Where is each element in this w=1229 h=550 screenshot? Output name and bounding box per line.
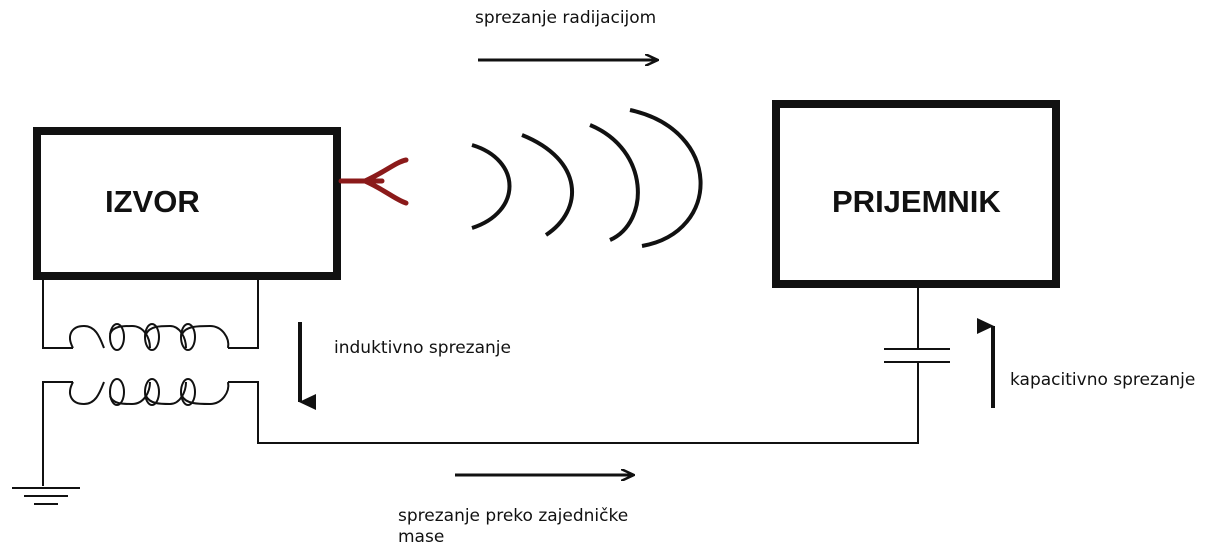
source-box [33,127,341,280]
wave-3 [589,123,640,242]
ground-wiring [42,288,919,486]
radiation-waves [471,108,703,248]
wave-2 [521,133,574,237]
secondary-coil [69,378,230,406]
source-label: IZVOR [105,184,200,219]
common-ground-label-line2: mase [398,527,445,547]
receiver-label: PRIJEMNIK [832,184,1001,219]
primary-coil [69,323,230,351]
capacitor-icon [884,348,950,363]
inductive-coupling-label: induktivno sprezanje [334,338,511,358]
common-ground-label-line1: sprezanje preko zajedničke [398,506,629,526]
wave-1 [471,143,512,230]
wave-4 [629,108,703,248]
radiation-coupling-label: sprezanje radijacijom [475,8,657,28]
antenna-icon [338,157,409,206]
receiver-box [772,100,1060,288]
capacitive-coupling-label: kapacitivno sprezanje [1010,370,1196,390]
source-primary-wiring [42,280,259,349]
ground-icon [12,487,80,505]
